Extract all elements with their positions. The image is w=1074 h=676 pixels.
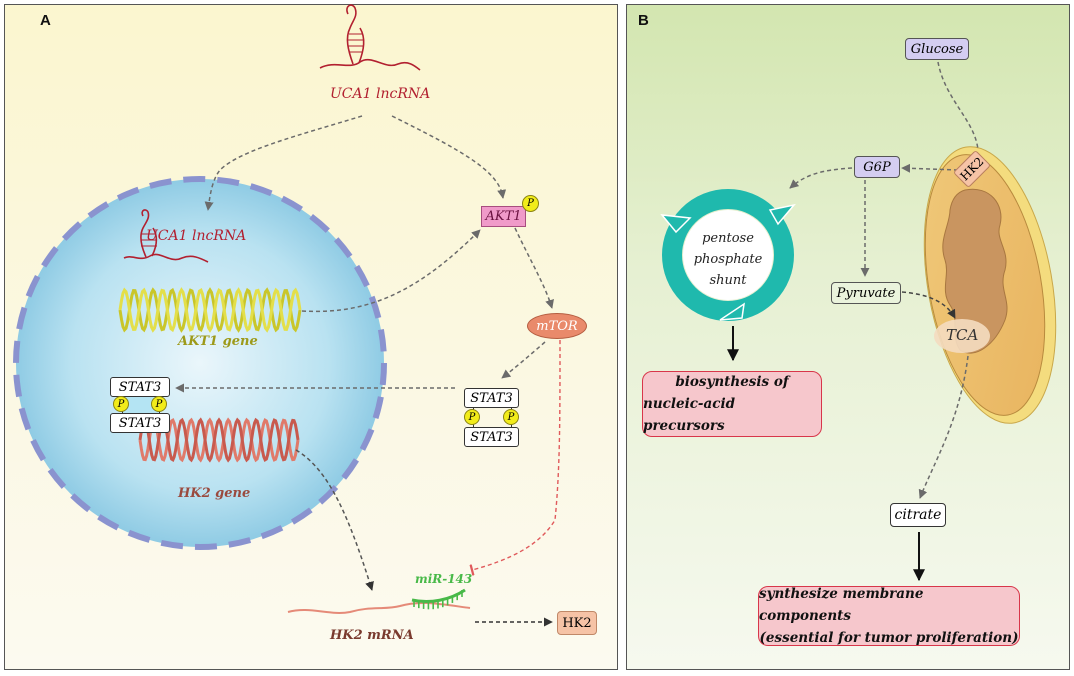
stat3-cyto-phospho-left: P	[464, 409, 480, 425]
arrow-hk2-to-g6p	[901, 163, 959, 173]
g6p-box: G6P	[854, 156, 900, 178]
arrow-mtor-to-stat3	[501, 341, 546, 379]
stat3-cyto-bottom: STAT3	[464, 427, 519, 447]
biosynthesis-box: biosynthesis of nucleic-acid precursors	[642, 371, 822, 437]
pentose-line-2: phosphate	[693, 252, 763, 267]
stat3-nucleus-bottom: STAT3	[110, 413, 170, 433]
akt1-phospho-badge: P	[522, 195, 539, 212]
biosynthesis-line-2: nucleic-acid precursors	[643, 396, 736, 434]
pentose-line-1: pentose	[702, 231, 754, 246]
hk2-protein-box: HK2	[557, 611, 597, 635]
membrane-line-2: (essential for tumor proliferation)	[759, 630, 1019, 646]
pentose-line-3: shunt	[709, 273, 747, 288]
arrow-glucose-to-hk2	[937, 61, 979, 151]
panel-a-label: A	[40, 12, 51, 29]
hk2-mrna-label: HK2 mRNA	[330, 628, 414, 643]
stat3-cyto-phospho-right: P	[503, 409, 519, 425]
akt1-gene-label: AKT1 gene	[178, 334, 258, 349]
pyruvate-box: Pyruvate	[831, 282, 901, 304]
arrow-g6p-to-shunt	[789, 167, 853, 189]
inhibit-mtor-mir143	[469, 339, 561, 576]
arrow-uca1-to-nucleus	[204, 115, 363, 211]
arrow-uca1-to-akt1	[391, 115, 507, 199]
membrane-line-1: synthesize membrane components	[759, 586, 924, 624]
stat3-cyto-top: STAT3	[464, 388, 519, 408]
uca1-lncrna-nucleus-icon	[123, 209, 209, 263]
arrow-akt1-to-mtor	[514, 227, 554, 309]
pentose-phosphate-ring	[660, 189, 796, 321]
pentose-phosphate-shunt-label: pentose phosphate shunt	[683, 228, 773, 291]
citrate-box: citrate	[890, 503, 946, 527]
tca-node	[934, 319, 990, 353]
mir143-strand	[411, 588, 466, 610]
stat3-nucleus-top: STAT3	[110, 377, 170, 397]
tca-label: TCA	[946, 326, 979, 344]
panel-b-label: B	[638, 12, 649, 29]
glucose-box: Glucose	[905, 38, 969, 60]
uca1-lncrna-outside-label: UCA1 lncRNA	[330, 86, 431, 102]
membrane-box: synthesize membrane components (essentia…	[758, 586, 1020, 646]
akt1-gene-helix	[118, 287, 302, 333]
uca1-lncrna-outside-icon	[319, 4, 421, 71]
uca1-lncrna-nucleus-label: UCA1 lncRNA	[146, 228, 247, 244]
mtor-node: mTOR	[527, 313, 587, 339]
stat3-nucleus-phospho-left: P	[113, 396, 129, 412]
biosynthesis-line-1: biosynthesis of	[675, 374, 789, 390]
arrow-tca-to-citrate	[918, 355, 969, 499]
hk2-gene-label: HK2 gene	[178, 486, 251, 501]
mir143-label: miR-143	[415, 572, 473, 586]
arrow-gene-to-akt1	[301, 229, 481, 313]
stat3-nucleus-phospho-right: P	[151, 396, 167, 412]
akt1-box: AKT1	[481, 206, 526, 227]
mitochondrion	[923, 146, 1057, 424]
